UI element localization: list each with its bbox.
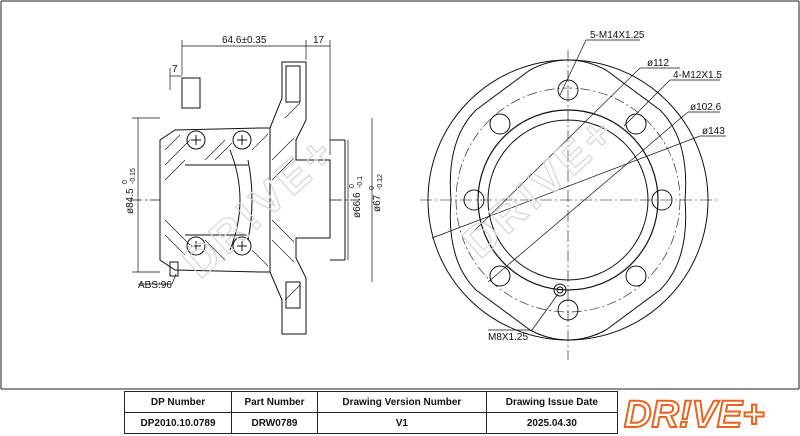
header-issue-date: Drawing Issue Date (485, 391, 619, 413)
dim-dia-67-group: ø67 0 -0.12 (369, 174, 384, 212)
dim-dia-84: ø84.5 (125, 188, 136, 214)
dim-abs: ABS:96 (138, 280, 172, 291)
value-issue-date: 2025.04.30 (485, 412, 619, 434)
value-dp-number: DP2010.10.0789 (123, 412, 233, 434)
header-drawing-version: Drawing Version Number (316, 391, 487, 413)
side-dimension-lines (132, 40, 373, 285)
dim-dia-66-tol-upper: 0 (349, 184, 356, 188)
dim-dia-84-group: ø84.5 0 -0.15 (122, 168, 137, 214)
logo-text: DR!VE+ (624, 394, 764, 434)
dim-dia-67-tol-upper: 0 (369, 186, 376, 190)
dim-thread-m8: M8X1.25 (488, 332, 528, 343)
dim-dia-67: ø67 (372, 194, 383, 212)
title-block: DP Number Part Number Drawing Version Nu… (123, 391, 619, 434)
dim-dia-66-group: ø66.6 0 -0.1 (349, 176, 364, 218)
dim-dia-67-tol-lower: -0.12 (377, 174, 384, 190)
dim-dia-84-tol-lower: -0.15 (130, 168, 137, 184)
dim-dia-112: ø112 (647, 58, 669, 69)
dim-width-main: 64.6±0.35 (222, 35, 267, 46)
dim-thread-5: 5-M14X1.25 (590, 30, 645, 41)
front-view (420, 50, 720, 360)
header-dp-number: DP Number (123, 391, 233, 413)
value-drawing-version: V1 (316, 412, 487, 434)
front-leader-lines (431, 39, 726, 331)
side-section-view (130, 61, 360, 335)
title-block-value-row: DP2010.10.0789 DRW0789 V1 2025.04.30 (123, 412, 619, 434)
dim-offset: 7 (172, 64, 178, 75)
dim-dia-143: ø143 (702, 126, 725, 137)
header-part-number: Part Number (231, 391, 318, 413)
dim-dia-84-tol-upper: 0 (122, 180, 129, 184)
dim-dia-66-tol-lower: -0.1 (357, 176, 364, 188)
dim-width-flange: 17 (313, 35, 325, 46)
technical-drawing: 64.6±0.35 17 7 ABS:96 ø84.5 0 -0.15 ø66.… (0, 0, 800, 390)
dim-dia-102: ø102.6 (690, 102, 722, 113)
value-part-number: DRW0789 (231, 412, 318, 434)
brand-logo: DR!VE+ (623, 393, 765, 434)
title-block-header-row: DP Number Part Number Drawing Version Nu… (123, 391, 619, 413)
dim-thread-4: 4-M12X1.5 (673, 70, 722, 81)
dim-dia-66: ø66.6 (352, 192, 363, 218)
